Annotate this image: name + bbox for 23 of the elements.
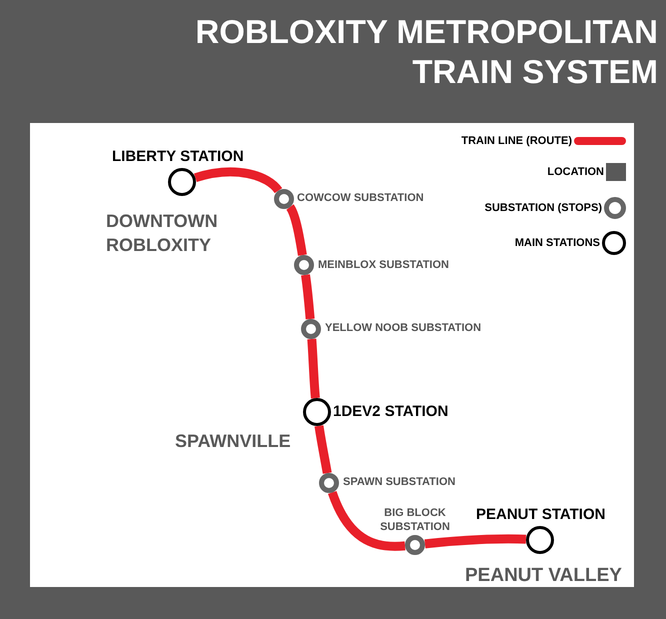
- title: ROBLOXITY METROPOLITAN TRAIN SYSTEM: [194, 12, 658, 92]
- station-name: PEANUT STATION: [476, 506, 606, 524]
- legend-label: SUBSTATION (STOPS): [484, 201, 602, 215]
- station-name: 1DEV2 STATION: [333, 403, 450, 421]
- train-route-line: [301, 274, 315, 320]
- location-label: PEANUT VALLEY: [465, 564, 623, 588]
- train-route-line: [286, 204, 307, 256]
- legend-label: MAIN STATIONS: [514, 236, 600, 250]
- train-route-line: [307, 338, 320, 399]
- train-route-line: [424, 534, 526, 548]
- legend-label: TRAIN LINE (ROUTE): [461, 134, 572, 148]
- station-name: BIG BLOCK SUBSTATION: [379, 506, 451, 534]
- train-route-line: [314, 425, 332, 474]
- station-name: LIBERTY STATION: [112, 148, 245, 166]
- station-name: YELLOW NOOB SUBSTATION: [325, 321, 482, 335]
- location-label: SPAWNVILLE: [175, 430, 292, 452]
- train-route-line: [328, 490, 406, 551]
- station-name: SPAWN SUBSTATION: [343, 475, 456, 489]
- train-route-line: [194, 167, 282, 194]
- station-name: MEINBLOX SUBSTATION: [318, 258, 450, 272]
- location-label: DOWNTOWN ROBLOXITY: [106, 210, 219, 257]
- station-name: COWCOW SUBSTATION: [297, 191, 425, 205]
- legend-label: LOCATION: [547, 165, 604, 179]
